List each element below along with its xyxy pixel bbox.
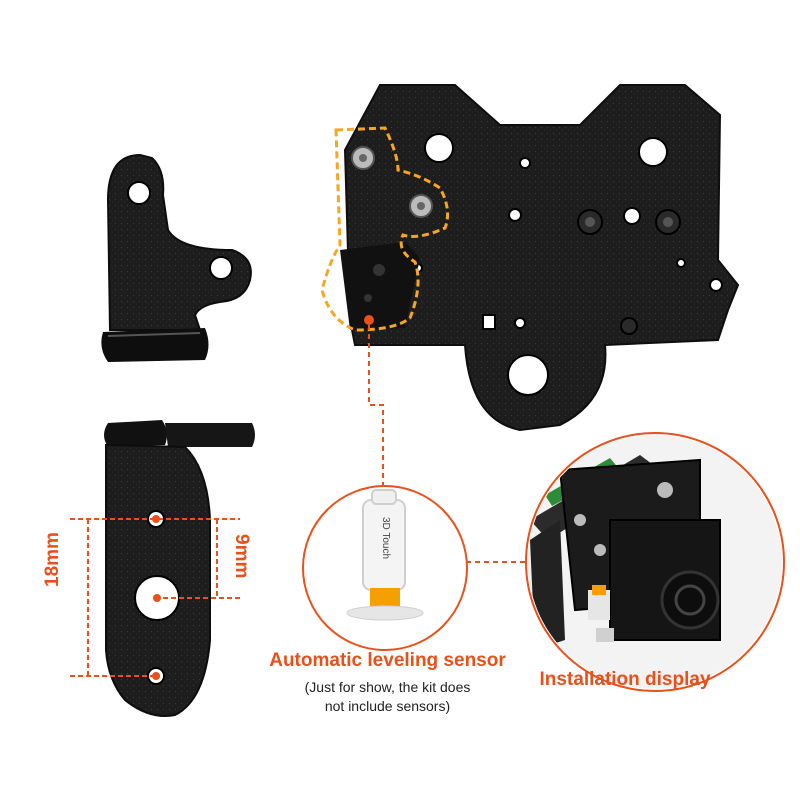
dimension-dots [152, 515, 161, 680]
bracket-top-view [101, 153, 252, 362]
leader-lines [368, 325, 528, 563]
sensor-device-text: 3D Touch [380, 517, 391, 559]
sensor-mount-highlight [320, 126, 450, 332]
sensor-point-dot [364, 315, 374, 325]
dimension-label-9mm: 9mm [231, 534, 252, 579]
dimension-label-18mm: 18mm [42, 532, 63, 587]
sensor-note-line-2: not include sensors) [324, 698, 451, 714]
sensor-title: Automatic leveling sensor [269, 650, 506, 671]
carriage-plate [340, 84, 740, 432]
sensor-note-line-1: (Just for show, the kit does [304, 679, 471, 695]
installation-illustration [525, 432, 785, 692]
bracket-front-view [104, 420, 255, 717]
sensor-illustration [302, 485, 468, 651]
installation-title: Installation display [539, 669, 711, 690]
